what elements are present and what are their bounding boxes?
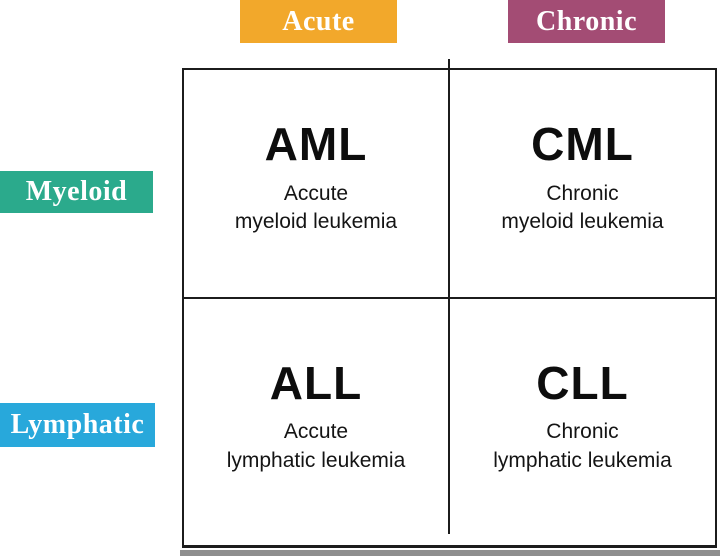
cell-all-abbreviation: ALL — [269, 356, 363, 409]
cell-cml-name-line2: myeloid leukemia — [501, 210, 664, 234]
cell-cll-name: Chronic lymphatic leukemia — [493, 418, 672, 475]
cell-aml-name-line1: Accute — [283, 181, 349, 205]
cell-aml-name-line2: myeloid leukemia — [234, 210, 398, 234]
cell-cll: CLL Chronic lymphatic leukemia — [450, 299, 715, 534]
row-header-lymphatic-label: Lymphatic — [10, 409, 145, 440]
cell-all-name: Accute lymphatic leukemia — [227, 418, 406, 475]
bottom-cutoff-strip — [180, 550, 720, 556]
cell-cll-name-line1: Chronic — [546, 420, 619, 444]
row-header-lymphatic: Lymphatic — [0, 403, 155, 447]
cell-cll-abbreviation: CLL — [536, 356, 629, 409]
cell-cml: CML Chronic myeloid leukemia — [450, 59, 715, 299]
row-header-myeloid: Myeloid — [0, 171, 153, 213]
row-header-myeloid-label: Myeloid — [25, 176, 128, 207]
cell-cll-name-line2: lymphatic leukemia — [493, 448, 672, 472]
cell-all-name-line1: Accute — [283, 420, 349, 444]
column-header-chronic: Chronic — [508, 0, 665, 43]
cell-cml-name: Chronic myeloid leukemia — [501, 180, 663, 237]
cell-aml-name: Accute myeloid leukemia — [235, 180, 397, 237]
matrix-grid: AML Accute myeloid leukemia CML Chronic … — [182, 59, 717, 548]
column-header-acute: Acute — [240, 0, 397, 43]
cell-all: ALL Accute lymphatic leukemia — [184, 299, 450, 534]
cell-cml-abbreviation: CML — [531, 118, 634, 171]
column-header-acute-label: Acute — [282, 5, 355, 37]
cell-aml: AML Accute myeloid leukemia — [184, 59, 450, 299]
column-header-chronic-label: Chronic — [536, 5, 637, 37]
cell-cml-name-line1: Chronic — [546, 181, 619, 205]
cell-aml-abbreviation: AML — [264, 118, 368, 171]
cell-all-name-line2: lymphatic leukemia — [226, 448, 406, 472]
